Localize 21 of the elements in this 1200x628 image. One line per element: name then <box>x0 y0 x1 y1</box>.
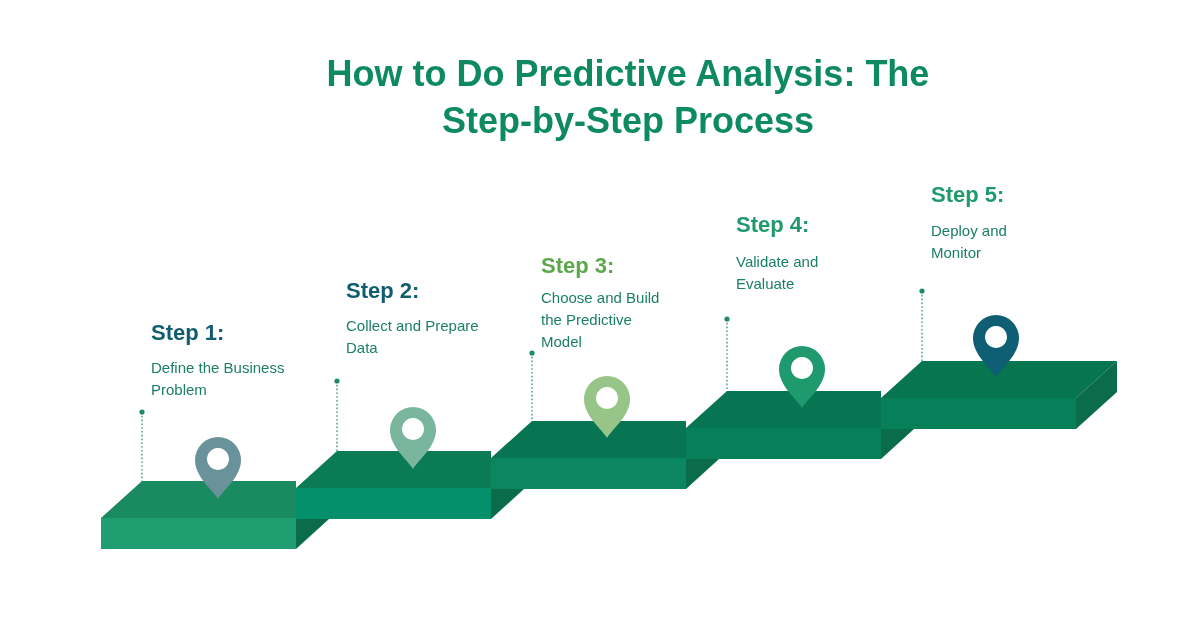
stair-step-block <box>881 361 1117 459</box>
step-heading: Step 2: <box>346 277 420 305</box>
stair-step-block <box>101 481 296 549</box>
stair-step-block <box>491 421 686 519</box>
step-description: Collect and Prepare Data <box>346 316 480 358</box>
step-heading: Step 4: <box>736 211 810 239</box>
leader-line <box>139 409 145 482</box>
step-heading: Step 5: <box>931 181 1005 209</box>
stair-step-block <box>686 391 881 489</box>
step-description: Choose and Build the Predictive Model <box>541 288 661 352</box>
step-description: Validate and Evaluate <box>736 252 820 294</box>
step-heading: Step 1: <box>151 319 225 347</box>
title: How to Do Predictive Analysis: The Step-by-Step Process <box>325 52 931 143</box>
stair-step-block <box>296 451 491 549</box>
leader-line <box>724 316 730 392</box>
leader-line <box>919 288 925 362</box>
leader-line <box>529 350 535 422</box>
step-heading: Step 3: <box>541 252 615 280</box>
leader-line <box>334 378 340 452</box>
step-description: Deploy and Monitor <box>931 221 1008 263</box>
step-description: Define the Business Problem <box>151 358 286 400</box>
